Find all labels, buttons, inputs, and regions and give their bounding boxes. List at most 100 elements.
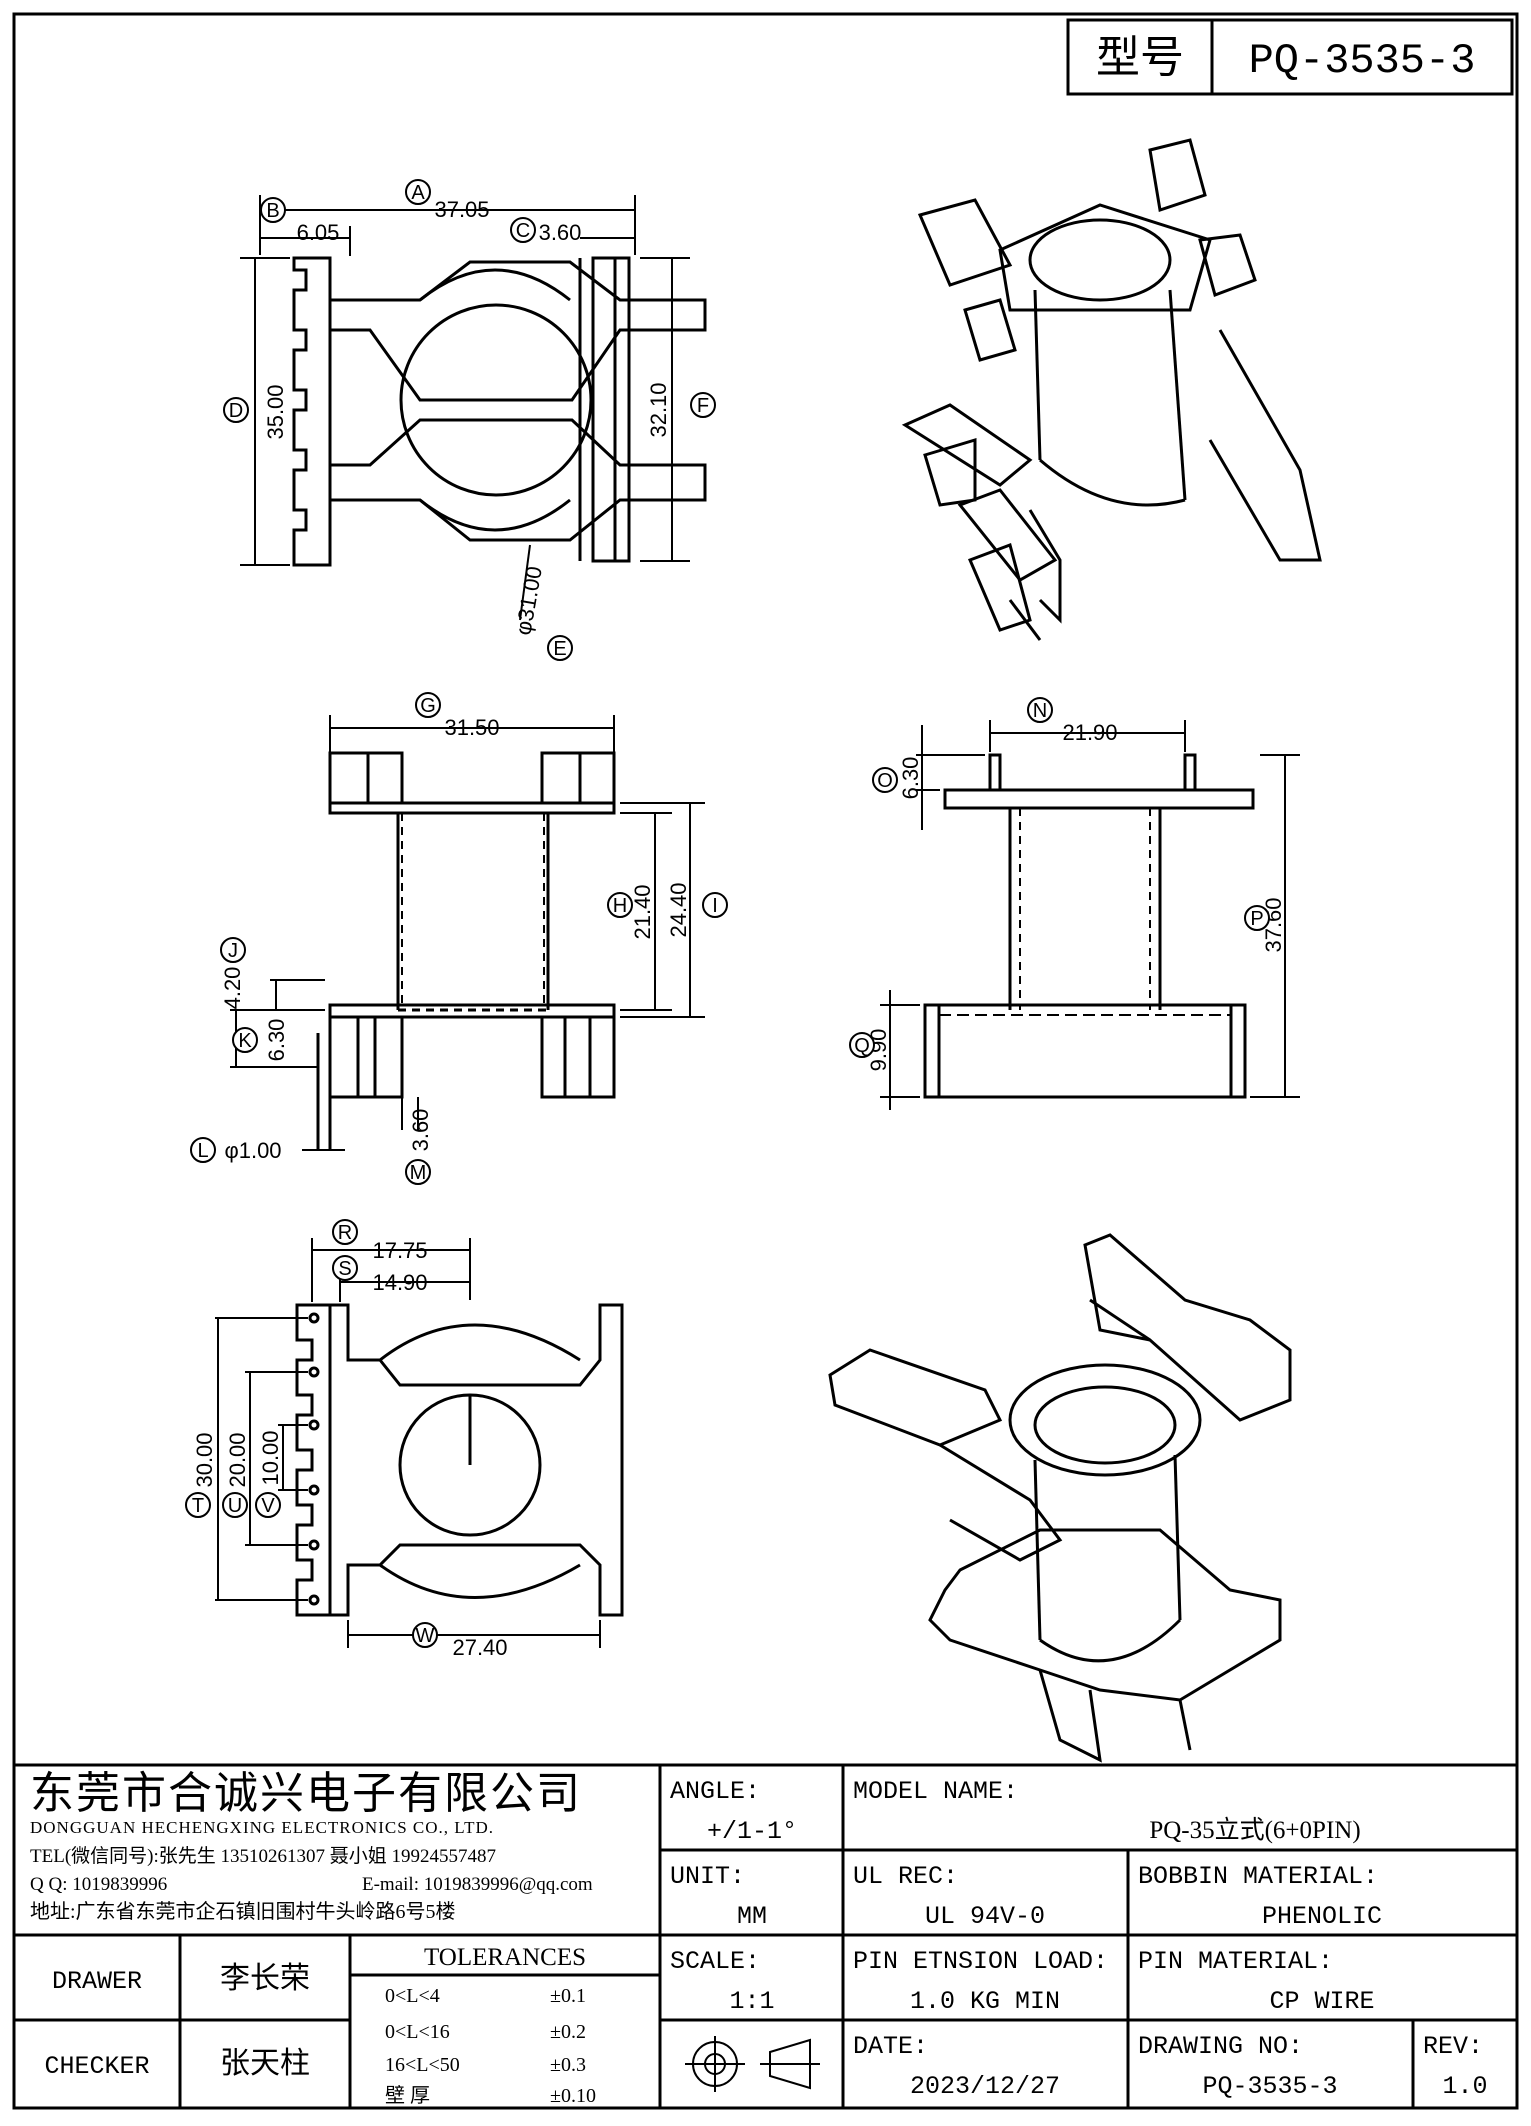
bottom-view-dim-text: 17.75 14.90 30.00 20.00 10.00 27.40 — [192, 1238, 508, 1660]
bobbin-material-label: BOBBIN MATERIAL: — [1138, 1862, 1378, 1891]
dim-m-value: 3.60 — [408, 1109, 433, 1152]
svg-text:0<L<4: 0<L<4 — [385, 1985, 440, 2007]
callout-g: G — [415, 692, 441, 718]
svg-text:V: V — [261, 1495, 275, 1517]
svg-text:T: T — [192, 1495, 204, 1517]
model-name-value: PQ-35立式(6+0PIN) — [1149, 1816, 1360, 1844]
dim-r-value: 17.75 — [372, 1238, 427, 1263]
svg-text:H: H — [613, 895, 627, 917]
tolerance-row: 0<L<16 ±0.2 — [385, 2021, 586, 2043]
dim-e-value: φ31.00 — [510, 564, 547, 637]
tolerance-row: 16<L<50 ±0.3 — [385, 2054, 586, 2076]
dim-g-value: 31.50 — [444, 715, 499, 740]
dim-c-value: 3.60 — [539, 220, 582, 245]
dim-o-value: 6.30 — [898, 757, 923, 800]
drawer-name: 李长荣 — [220, 1962, 310, 1995]
svg-text:16<L<50: 16<L<50 — [385, 2054, 460, 2076]
callout-m: M — [405, 1159, 431, 1185]
drawing-no-value: PQ-3535-3 — [1202, 2072, 1337, 2101]
svg-text:R: R — [338, 1222, 352, 1244]
top-view — [292, 256, 707, 567]
callout-w: W — [412, 1622, 438, 1648]
ul-label: UL REC: — [853, 1862, 958, 1891]
svg-text:D: D — [229, 400, 243, 422]
side-view-dims — [880, 720, 1300, 1110]
callout-i: I — [702, 892, 728, 918]
company-name-cn: 东莞市合诚兴电子有限公司 — [30, 1769, 582, 1818]
top-view-dim-text: 37.05 6.05 3.60 35.00 φ31.00 32.10 — [263, 197, 671, 637]
unit-value: MM — [737, 1902, 767, 1931]
callout-f: F — [690, 392, 716, 418]
svg-text:L: L — [197, 1140, 208, 1162]
company-tel: TEL(微信同号):张先生 13510261307 聂小姐 1992455748… — [30, 1845, 496, 1867]
rev-label: REV: — [1423, 2032, 1483, 2061]
company-address: 地址:广东省东莞市企石镇旧围村牛头岭路6号5楼 — [30, 1900, 456, 1923]
callout-j: J — [220, 937, 246, 963]
dim-f-value: 32.10 — [646, 382, 671, 437]
svg-text:C: C — [516, 220, 530, 242]
svg-text:P: P — [1250, 908, 1263, 930]
dim-s-value: 14.90 — [372, 1270, 427, 1295]
dim-t-value: 30.00 — [192, 1432, 217, 1487]
callout-k: K — [232, 1027, 258, 1053]
scale-label: SCALE: — [670, 1947, 760, 1976]
angle-value: +/1-1° — [707, 1817, 797, 1846]
pin-material-value: CP WIRE — [1269, 1987, 1374, 2016]
bottom-view — [295, 1303, 624, 1617]
top-view-dims — [240, 195, 690, 621]
isometric-view-top — [901, 138, 1322, 641]
callout-r: R — [332, 1219, 358, 1245]
checker-name: 张天柱 — [220, 2047, 310, 2080]
drawing-no-label: DRAWING NO: — [1138, 2032, 1303, 2061]
tolerance-row: 壁 厚 ±0.10 — [385, 2084, 596, 2107]
dim-l-value: φ1.00 — [224, 1138, 281, 1163]
svg-text:±0.3: ±0.3 — [550, 2054, 586, 2076]
date-value: 2023/12/27 — [910, 2072, 1060, 2101]
svg-text:±0.1: ±0.1 — [550, 1985, 586, 2007]
svg-text:S: S — [338, 1258, 351, 1280]
sheet-border — [12, 12, 1519, 2110]
projection-symbol-icon — [685, 2036, 820, 2092]
bottom-view-dims — [215, 1238, 601, 1648]
ul-value: UL 94V-0 — [925, 1902, 1045, 1931]
header-model-value: PQ-3535-3 — [1249, 37, 1476, 85]
svg-text:B: B — [266, 200, 279, 222]
company-qq: Q Q: 1019839996 — [30, 1874, 167, 1895]
svg-text:G: G — [420, 695, 436, 717]
drawer-label: DRAWER — [52, 1967, 142, 1996]
header-model-label: 型号 — [1096, 33, 1184, 82]
company-email: E-mail: 1019839996@qq.com — [362, 1874, 593, 1895]
dim-h-value: 21.40 — [630, 884, 655, 939]
callout-e: E — [547, 635, 573, 661]
svg-text:K: K — [238, 1030, 252, 1052]
callout-a: A — [405, 179, 431, 205]
front-view-dims — [230, 715, 705, 1151]
pin-material-label: PIN MATERIAL: — [1138, 1947, 1333, 1976]
svg-text:Q: Q — [854, 1035, 870, 1057]
callout-n: N — [1027, 697, 1053, 723]
side-view — [923, 753, 1255, 1099]
svg-text:壁 厚: 壁 厚 — [385, 2084, 430, 2107]
svg-text:0<L<16: 0<L<16 — [385, 2021, 450, 2043]
svg-text:E: E — [553, 638, 566, 660]
svg-text:O: O — [877, 770, 893, 792]
angle-label: ANGLE: — [670, 1777, 760, 1806]
dim-i-value: 24.40 — [666, 882, 691, 937]
callout-s: S — [332, 1255, 358, 1281]
svg-text:±0.2: ±0.2 — [550, 2021, 586, 2043]
svg-text:J: J — [228, 940, 238, 962]
svg-text:N: N — [1033, 700, 1047, 722]
svg-text:F: F — [697, 395, 709, 417]
svg-text:W: W — [416, 1625, 435, 1647]
title-block — [14, 1763, 1517, 2108]
svg-text:U: U — [228, 1495, 242, 1517]
callout-q: Q — [849, 1032, 875, 1058]
model-name-label: MODEL NAME: — [853, 1777, 1018, 1806]
callout-h: H — [607, 892, 633, 918]
pin-load-label: PIN ETNSION LOAD: — [853, 1947, 1108, 1976]
date-label: DATE: — [853, 2032, 928, 2061]
company-name-en: DONGGUAN HECHENGXING ELECTRONICS CO., LT… — [30, 1818, 494, 1837]
callout-l: L — [190, 1137, 216, 1163]
dim-u-value: 20.00 — [225, 1432, 250, 1487]
